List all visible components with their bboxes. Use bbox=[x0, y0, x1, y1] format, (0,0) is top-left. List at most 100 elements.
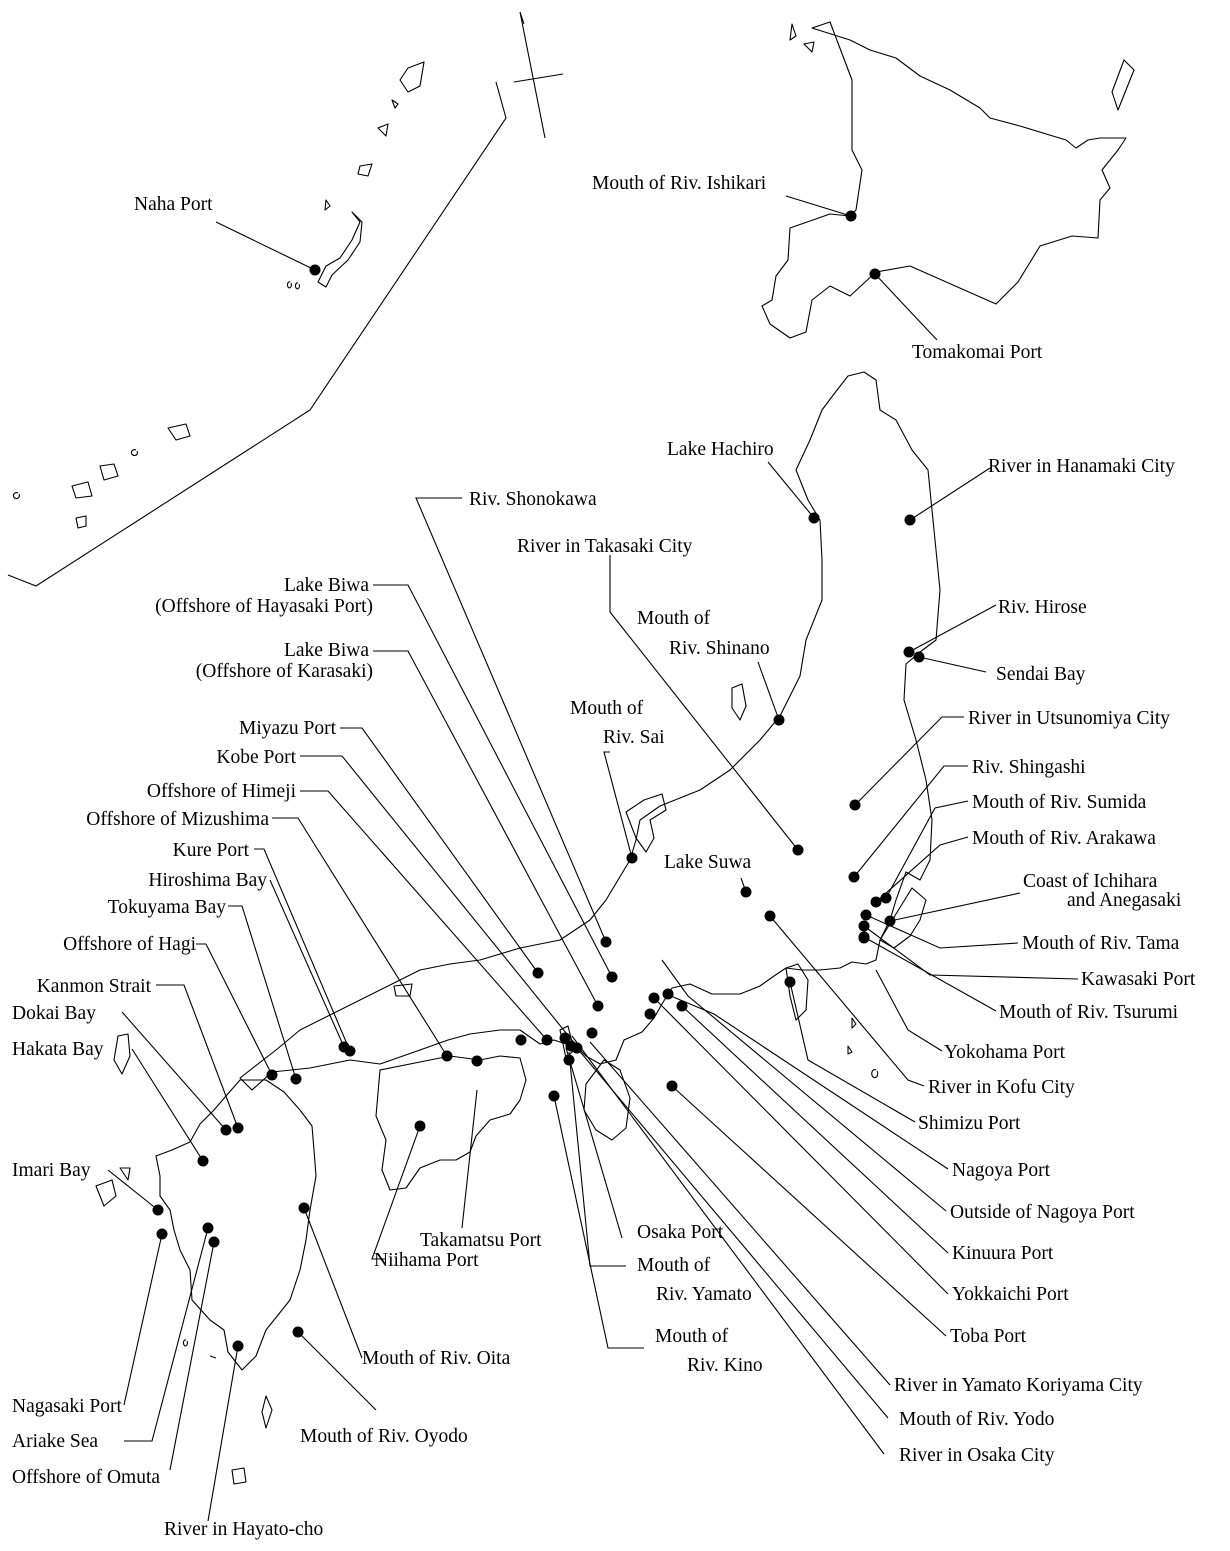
site-hayato[interactable] bbox=[232, 1340, 244, 1352]
label-hanamaki: River in Hanamaki City bbox=[988, 456, 1175, 477]
site-yamato[interactable] bbox=[563, 1054, 575, 1066]
label-tokuyama: Tokuyama Bay bbox=[108, 897, 227, 918]
site-utsunomiya[interactable] bbox=[849, 799, 861, 811]
label-shingashi: Riv. Shingashi bbox=[972, 757, 1086, 778]
leader-hachiro bbox=[767, 461, 815, 519]
site-biwa-karasaki[interactable] bbox=[592, 1000, 604, 1012]
leader-omuta bbox=[169, 1241, 215, 1471]
site-biwa-hayasaki[interactable] bbox=[606, 971, 618, 983]
site-tokuyama[interactable] bbox=[290, 1073, 302, 1085]
site-kawasaki[interactable] bbox=[858, 920, 870, 932]
label-hiroshima: Hiroshima Bay bbox=[148, 870, 267, 891]
label-suwa: Lake Suwa bbox=[664, 852, 752, 873]
leader-shingashi bbox=[853, 765, 968, 878]
site-sai[interactable] bbox=[626, 852, 638, 864]
label-yodo: Mouth of Riv. Yodo bbox=[899, 1409, 1054, 1430]
site-shingashi[interactable] bbox=[848, 871, 860, 883]
site-naha[interactable] bbox=[309, 264, 321, 276]
site-kanmon[interactable] bbox=[232, 1122, 244, 1134]
leader-kanmon bbox=[156, 984, 239, 1129]
leader-himeji bbox=[300, 790, 548, 1041]
site-imari[interactable] bbox=[152, 1204, 164, 1216]
site-sendai[interactable] bbox=[913, 651, 925, 663]
leader-yodo bbox=[576, 1047, 889, 1419]
site-toba[interactable] bbox=[666, 1080, 678, 1092]
tsushima-island bbox=[113, 1033, 131, 1075]
leader-niihama bbox=[371, 1125, 421, 1260]
site-shimizu[interactable] bbox=[784, 976, 796, 988]
site-niihama[interactable] bbox=[414, 1120, 426, 1132]
site-hachiro[interactable] bbox=[808, 512, 820, 524]
site-hakata[interactable] bbox=[197, 1155, 209, 1167]
site-hagi[interactable] bbox=[266, 1069, 278, 1081]
leader-sumida bbox=[885, 800, 969, 899]
site-mizushima[interactable] bbox=[441, 1050, 453, 1062]
site-hanamaki[interactable] bbox=[904, 514, 916, 526]
site-ichihara[interactable] bbox=[884, 915, 896, 927]
site-outside-nagoya[interactable] bbox=[662, 988, 674, 1000]
site-oyodo[interactable] bbox=[292, 1326, 304, 1338]
site-shonokawa[interactable] bbox=[600, 936, 612, 948]
site-ishikari[interactable] bbox=[845, 210, 857, 222]
label-takasaki: River in Takasaki City bbox=[517, 536, 693, 557]
site-miyazu[interactable] bbox=[532, 967, 544, 979]
leader-yamato-koriyama bbox=[589, 1041, 891, 1386]
goto-islands bbox=[95, 1167, 131, 1207]
site-oita[interactable] bbox=[298, 1202, 310, 1214]
site-osaka-port[interactable] bbox=[565, 1040, 577, 1052]
label-hirose: Riv. Hirose bbox=[998, 597, 1087, 618]
site-tama[interactable] bbox=[860, 909, 872, 921]
label-yokohama: Yokohama Port bbox=[944, 1042, 1066, 1063]
kii-peninsula bbox=[583, 1059, 631, 1141]
site-labels: Naha Port Mouth of Riv. Ishikari Tomakom… bbox=[12, 173, 1196, 1540]
site-sumida[interactable] bbox=[880, 892, 892, 904]
site-kinuura[interactable] bbox=[676, 1000, 688, 1012]
leader-tsurumi bbox=[863, 936, 997, 1012]
label-naha: Naha Port bbox=[134, 194, 213, 215]
label-nagoya: Nagoya Port bbox=[952, 1160, 1051, 1181]
site-shinano[interactable] bbox=[773, 714, 785, 726]
leader-lines bbox=[107, 195, 1079, 1522]
site-kofu[interactable] bbox=[764, 910, 776, 922]
kunashiri-island bbox=[1111, 59, 1135, 111]
site-himeji[interactable] bbox=[515, 1034, 527, 1046]
island-amami bbox=[399, 61, 425, 93]
label-sai-1: Mouth of bbox=[570, 698, 644, 719]
site-dokai[interactable] bbox=[220, 1124, 232, 1136]
noto-peninsula bbox=[625, 793, 667, 853]
leader-yokkaichi bbox=[653, 997, 949, 1295]
koshiki-islands bbox=[182, 1339, 217, 1359]
leader-oyodo bbox=[297, 1331, 377, 1411]
site-yokkaichi[interactable] bbox=[644, 1008, 656, 1020]
label-kino-2: Riv. Kino bbox=[687, 1355, 763, 1376]
label-tama: Mouth of Riv. Tama bbox=[1022, 933, 1180, 954]
site-osaka-city[interactable] bbox=[559, 1032, 571, 1044]
izu-peninsula bbox=[785, 963, 809, 1021]
site-arakawa[interactable] bbox=[870, 896, 882, 908]
site-takasaki[interactable] bbox=[792, 844, 804, 856]
shikoku bbox=[375, 1055, 527, 1191]
site-tomakomai[interactable] bbox=[869, 268, 881, 280]
site-kobe[interactable] bbox=[541, 1034, 553, 1046]
site-omuta[interactable] bbox=[208, 1236, 220, 1248]
label-kinuura: Kinuura Port bbox=[952, 1243, 1054, 1264]
site-nagoya[interactable] bbox=[648, 992, 660, 1004]
site-kino[interactable] bbox=[548, 1090, 560, 1102]
leader-toba bbox=[671, 1085, 947, 1337]
label-shinano-2: Riv. Shinano bbox=[669, 638, 770, 659]
site-hirose[interactable] bbox=[903, 646, 915, 658]
site-hiroshima[interactable] bbox=[338, 1041, 350, 1053]
leader-nagasaki bbox=[123, 1233, 163, 1406]
site-yamato-koriyama[interactable] bbox=[586, 1027, 598, 1039]
site-nagasaki[interactable] bbox=[156, 1228, 168, 1240]
label-arakawa: Mouth of Riv. Arakawa bbox=[972, 828, 1156, 849]
leader-tokuyama bbox=[228, 905, 297, 1080]
site-yokohama[interactable] bbox=[858, 932, 870, 944]
leader-takamatsu bbox=[461, 1089, 478, 1229]
site-ariake[interactable] bbox=[202, 1222, 214, 1234]
island-small-3 bbox=[357, 163, 373, 177]
label-biwa-karasaki-2: (Offshore of Karasaki) bbox=[196, 661, 373, 682]
site-takamatsu[interactable] bbox=[471, 1055, 483, 1067]
leader-mizushima bbox=[272, 817, 448, 1057]
site-suwa[interactable] bbox=[740, 886, 752, 898]
